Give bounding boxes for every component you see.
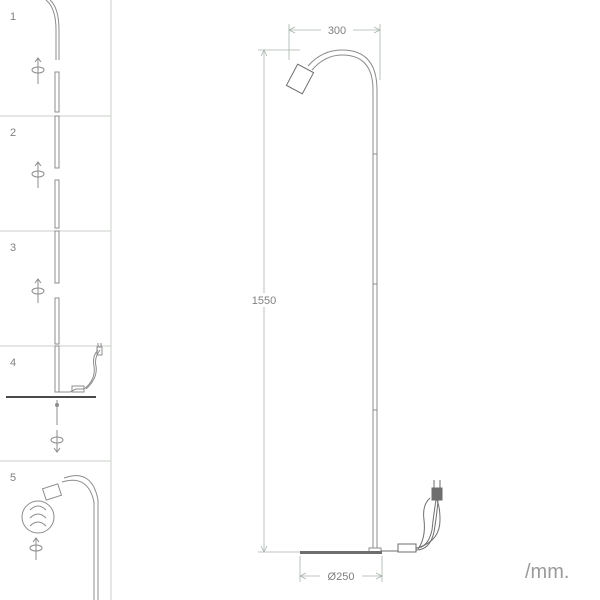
height-label: 1550 — [252, 295, 276, 307]
lamp-main-drawing: 300 1550 — [246, 23, 569, 583]
lamp-body — [285, 49, 382, 553]
rotate-arrow-icon — [31, 278, 45, 303]
step-3-illustration — [31, 230, 60, 345]
step-1-illustration — [31, 0, 60, 113]
rotate-arrow-icon — [31, 57, 45, 84]
lamp-arm-inner — [311, 54, 374, 154]
step-number-3: 3 — [10, 242, 16, 254]
step-number-5: 5 — [10, 472, 16, 484]
arm-width-label-bg — [321, 23, 353, 37]
lamp-head — [285, 63, 315, 95]
rotate-arrow-icon — [31, 161, 45, 188]
unit-label: /mm. — [525, 561, 569, 583]
pole-segment — [372, 153, 378, 285]
step-number-4: 4 — [10, 357, 16, 369]
inline-switch-icon — [397, 543, 417, 553]
step-number-2: 2 — [10, 127, 16, 139]
base-diameter-label-bg — [320, 569, 362, 583]
base-diameter-label: Ø250 — [328, 571, 355, 583]
lamp-base — [300, 551, 382, 554]
height-label-bg — [246, 293, 282, 307]
pole-segment — [372, 409, 378, 549]
rotate-arrow-icon — [50, 430, 64, 453]
plug-icon — [431, 487, 443, 501]
step-4-illustration — [6, 343, 103, 453]
pole-segment — [372, 283, 378, 411]
step-2-illustration — [31, 115, 60, 229]
rotate-arrow-icon — [29, 537, 43, 560]
step-5-illustration — [21, 475, 99, 600]
assembly-steps-panel: 1 2 3 4 5 — [0, 0, 112, 600]
step-number-1: 1 — [10, 11, 16, 23]
bulb-icon — [21, 500, 55, 534]
power-cable — [381, 480, 443, 553]
plug-icon — [96, 346, 103, 356]
lamp-arm-outer — [307, 49, 378, 154]
arm-width-label: 300 — [328, 25, 346, 37]
